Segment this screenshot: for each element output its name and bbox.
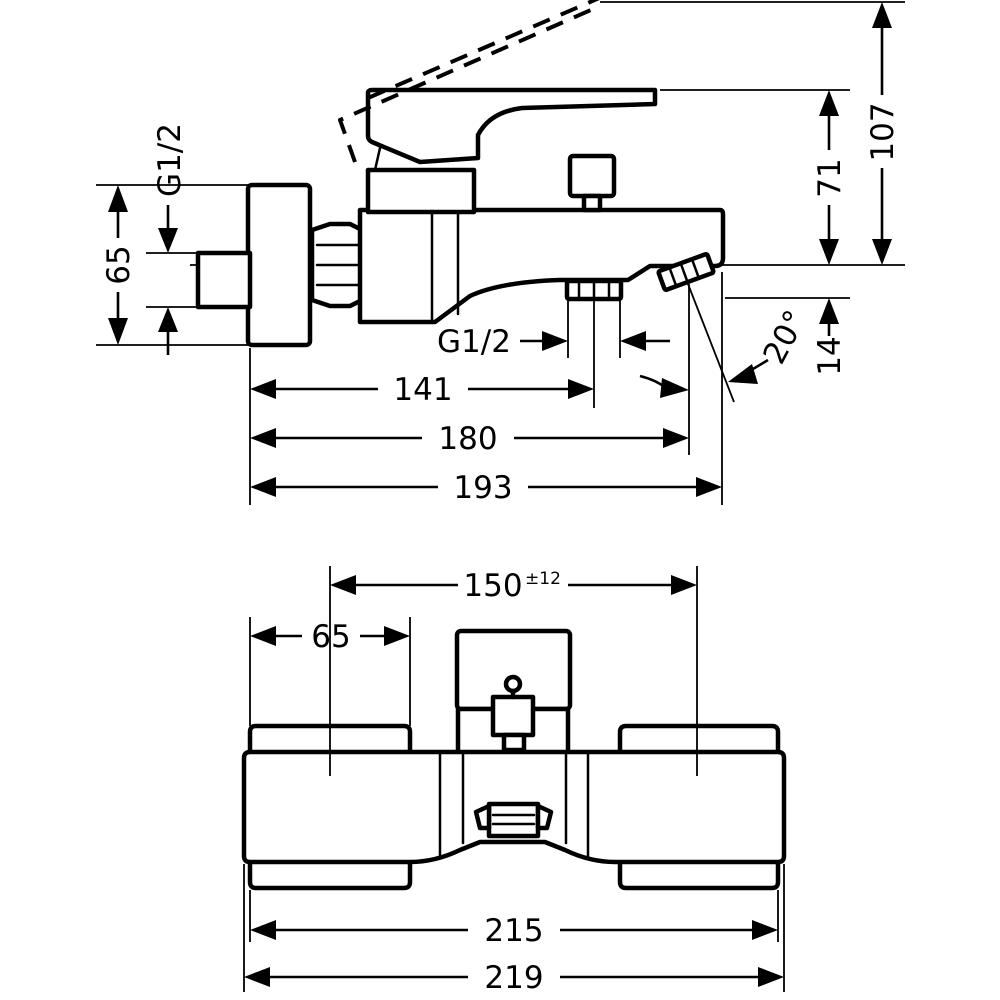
diverter-stem [581,193,603,213]
dim-14: 14 [812,298,848,376]
dim-107: 107 [865,2,901,265]
svg-text:G1/2: G1/2 [437,324,511,360]
aerator-tab-left [473,803,492,831]
wall-flange [245,182,313,348]
lever-handle [365,87,658,165]
svg-text:215: 215 [484,913,543,949]
dim-193: 193 [250,470,722,506]
dim-g12-left: G1/2 [152,123,188,355]
dim-g12-bottom: G1/2 [437,324,670,360]
top-view: 150 ±12 65 215 219 [241,566,787,996]
svg-text:193: 193 [453,470,512,506]
aerator [656,252,716,292]
dim-65-horizontal: 65 [250,619,410,655]
lever-raised-outline [367,0,600,100]
svg-text:71: 71 [812,158,848,197]
cartridge-housing [365,167,477,215]
side-view: 65 G1/2 G1/2 141 [96,0,905,506]
svg-text:219: 219 [484,960,543,996]
angle-line [687,283,735,403]
eccentric-connector [195,250,253,310]
svg-text:180: 180 [438,421,497,457]
svg-text:±12: ±12 [525,569,561,589]
diverter-cross [490,694,536,738]
svg-text:65: 65 [101,245,137,284]
diverter-knob [567,153,617,199]
mixer-body [357,207,726,325]
aerator-tab-right [535,803,554,831]
dim-219: 219 [244,960,784,996]
right-cap-top [617,723,781,755]
svg-text:65: 65 [311,619,350,655]
svg-text:107: 107 [865,102,901,161]
right-cap-bottom [617,859,781,891]
dim-centers: 150 ±12 [330,568,697,604]
diverter-cross-stem [501,732,527,753]
dim-71: 71 [812,90,848,265]
svg-text:20°: 20° [756,305,814,370]
dim-180: 180 [250,421,689,457]
aerator-top [486,801,541,839]
lever-stem-line [373,146,382,172]
svg-text:141: 141 [393,372,452,408]
svg-text:14: 14 [812,336,848,375]
lever-raised-outline [338,4,601,163]
dim-141: 141 [250,372,594,408]
left-cap-bottom [247,859,413,891]
svg-text:G1/2: G1/2 [152,123,188,197]
svg-text:150: 150 [463,568,522,604]
dim-65-vertical: 65 [101,185,137,345]
dim-215: 215 [250,913,778,949]
